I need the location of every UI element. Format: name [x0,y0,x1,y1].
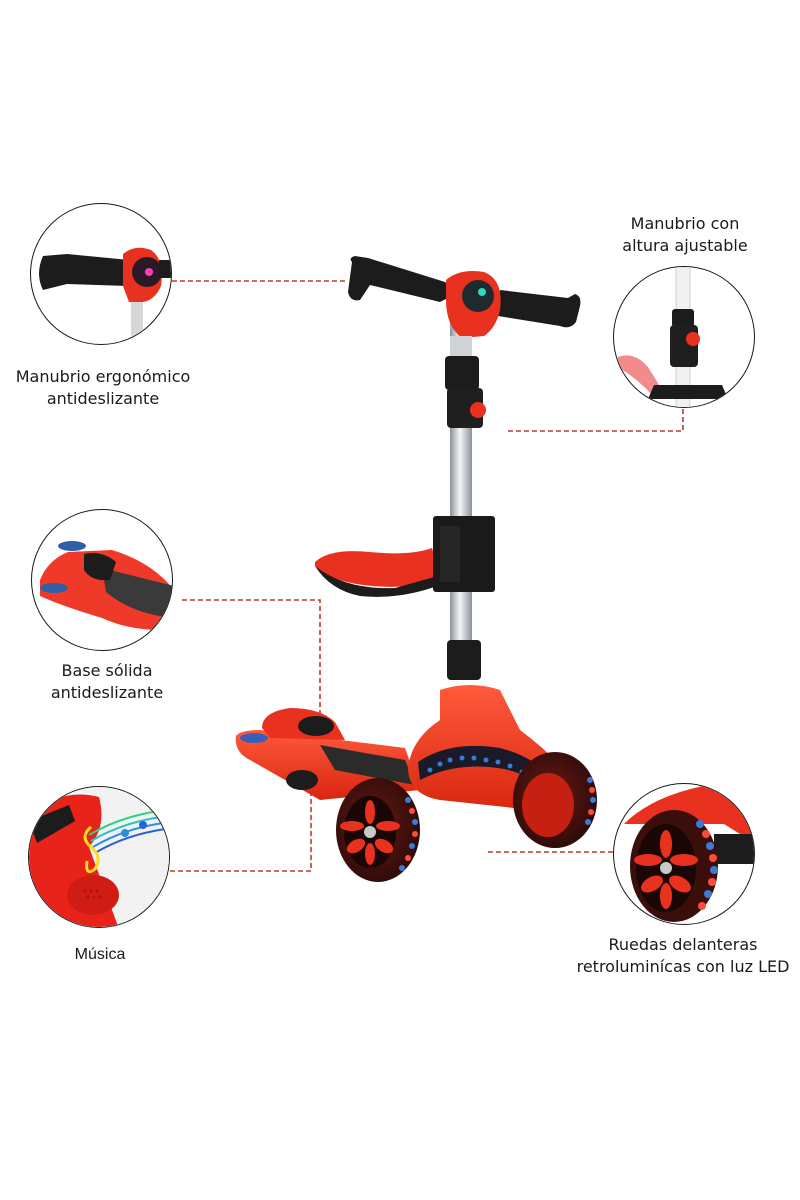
feature-label-deck: Base sólida antideslizante [50,661,164,702]
front-wheel-left [336,778,420,882]
feature-label-wheels: Ruedas delanteras retroluminícas con luz… [576,935,790,976]
led-wheel-icon [624,784,754,922]
height-adjust-clamp-icon [618,267,728,407]
handlebar-grip-icon [39,247,171,344]
deck-icon [40,541,172,631]
feature-label-music: Música [74,946,126,963]
front-wheel-right [513,752,597,848]
feature-circle-handlebar-ergonomic [30,203,172,345]
scooter-illustration [235,256,597,882]
feature-circle-deck [31,509,173,651]
feature-label-handlebar-ergonomic: Manubrio ergonómico antideslizante [15,367,191,408]
feature-circle-handlebar-height [613,266,755,408]
feature-circle-wheels [613,783,755,925]
handlebar [348,256,581,338]
feature-label-handlebar-height: Manubrio con altura ajustable [622,214,748,255]
music-notes-icon [29,787,169,927]
feature-circle-music [28,786,170,928]
